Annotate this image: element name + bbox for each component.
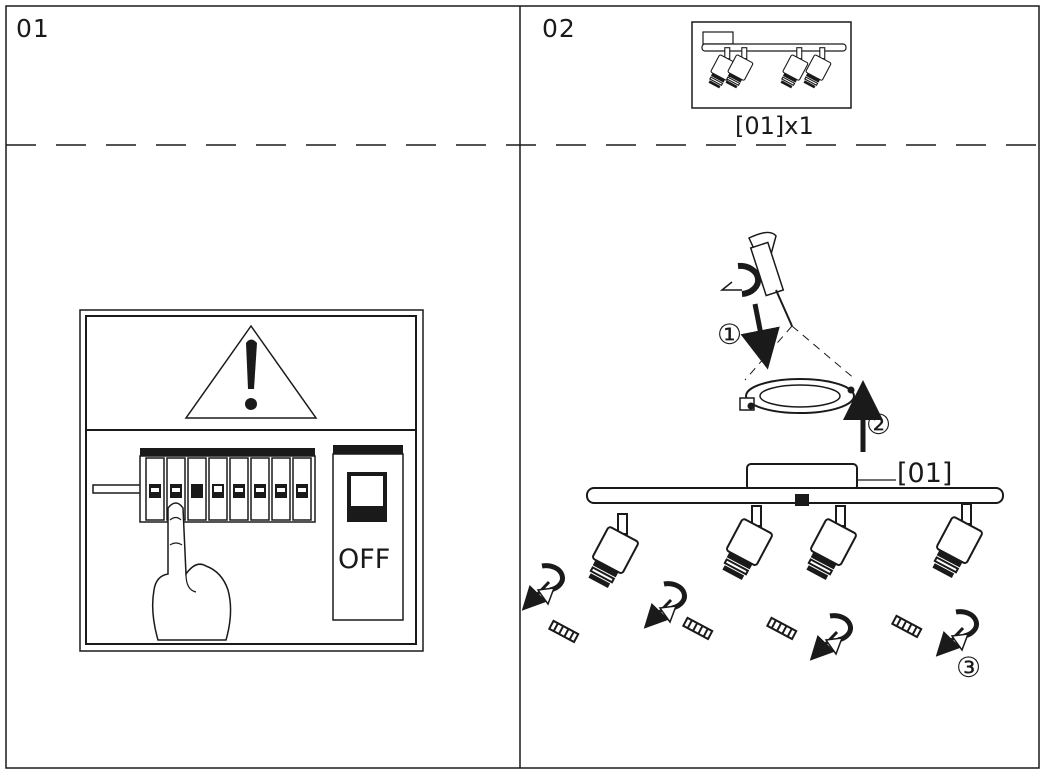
screwdriver-icon <box>748 231 793 327</box>
spotlight-heads <box>582 503 984 592</box>
main-switch-icon <box>332 445 404 621</box>
panel1-illustration-frame <box>79 309 424 652</box>
outer-frame <box>5 5 1040 769</box>
fixture-bar <box>586 487 1004 506</box>
part-callout-label: [01] <box>897 458 953 489</box>
step-number-2: 02 <box>542 14 576 43</box>
step-marker-2: ② <box>866 408 892 441</box>
hand-pointer-icon <box>151 502 232 641</box>
parts-preview-fixture <box>701 31 847 91</box>
mounting-plate <box>739 378 855 414</box>
off-label: OFF <box>338 544 391 575</box>
removed-bulbs <box>548 614 923 643</box>
step-marker-1: ① <box>717 318 743 351</box>
breaker-box <box>85 429 417 645</box>
step1-arrow <box>740 303 780 370</box>
projection-lines <box>744 325 857 381</box>
panel-1 <box>79 309 424 652</box>
parts-quantity-label: [01]x1 <box>735 112 814 140</box>
rotate-arrow-icon <box>719 262 762 297</box>
step-marker-3: ③ <box>956 651 982 684</box>
step-number-1: 01 <box>16 14 50 43</box>
warning-triangle-icon <box>184 324 318 419</box>
panel-2 <box>530 21 1004 654</box>
circuit-breaker-icon <box>92 448 316 523</box>
